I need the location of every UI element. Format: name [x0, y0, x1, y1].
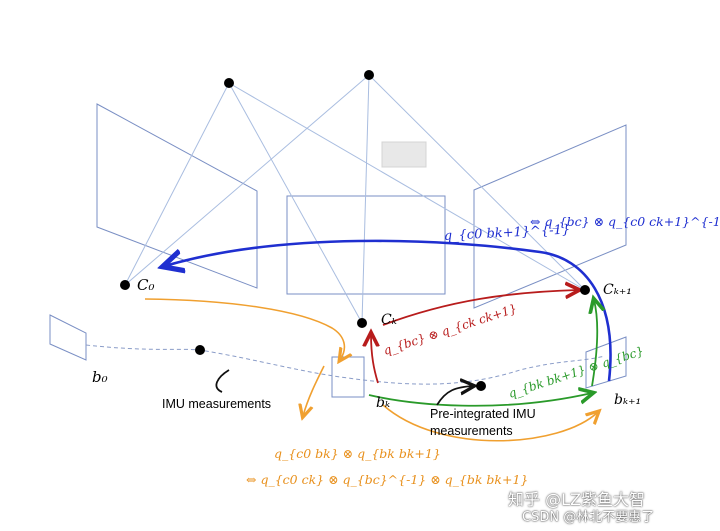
eq-red: q_{bc} ⊗ q_{ck ck+1}: [382, 301, 519, 357]
watermark-zhihu: 知乎 @LZ紫鱼大智: [508, 490, 645, 509]
pointer-preint: [436, 386, 473, 406]
point-c0: [120, 280, 130, 290]
orange-arrow-bk-side: [303, 365, 325, 416]
imu-trajectory: [85, 344, 606, 385]
label-bk1: bₖ₊₁: [614, 392, 641, 408]
green-arrow-bk1-ck1: [592, 300, 597, 387]
watermark-csdn: CSDN @林北不要惠了: [522, 510, 655, 525]
projection-rays: [124, 74, 586, 324]
orange-arrow-bk-bk1: [382, 404, 598, 442]
image-plane-ck: [286, 195, 446, 295]
label-preint-1: Pre-integrated IMU: [430, 407, 536, 421]
image-plane-c0: [96, 103, 258, 289]
imu-plane-b0: [49, 314, 87, 361]
point-ck1: [580, 285, 590, 295]
label-bk: bₖ: [376, 395, 390, 411]
label-imu-measurements: IMU measurements: [162, 397, 271, 411]
label-preint-2: measurements: [430, 424, 513, 438]
label-ck: Cₖ: [381, 312, 397, 328]
eq-orange-2: ⇔ q_{c0 ck} ⊗ q_{bc}^{-1} ⊗ q_{bk bk+1}: [246, 472, 528, 487]
blue-arrow: [165, 239, 612, 382]
red-arrow-bk-ck: [371, 334, 378, 384]
point-imu-sample: [195, 345, 205, 355]
label-c0: C₀: [137, 276, 155, 294]
green-arrow-bk-bk1: [368, 393, 592, 407]
orange-arrow-c0-bk: [144, 298, 344, 360]
red-arrow-ck-ck1: [382, 290, 578, 326]
eq-blue-top: q_{c0 bk+1}^{-1}: [443, 222, 570, 244]
gray-box: [381, 141, 427, 168]
point-preint: [476, 381, 486, 391]
eq-orange-1: q_{c0 bk} ⊗ q_{bk bk+1}: [274, 446, 441, 461]
image-plane-ck1: [473, 124, 627, 309]
imu-plane-bk: [331, 356, 365, 398]
label-b0: b₀: [92, 368, 108, 386]
imu-plane-bk1: [585, 336, 627, 389]
eq-blue-right: ⇔ q_{bc} ⊗ q_{c0 ck+1}^{-1}: [530, 214, 720, 229]
label-ck1: Cₖ₊₁: [603, 282, 632, 298]
landmark-2: [364, 70, 374, 80]
landmark-1: [224, 78, 234, 88]
point-ck: [357, 318, 367, 328]
pointer-imu: [215, 369, 230, 393]
